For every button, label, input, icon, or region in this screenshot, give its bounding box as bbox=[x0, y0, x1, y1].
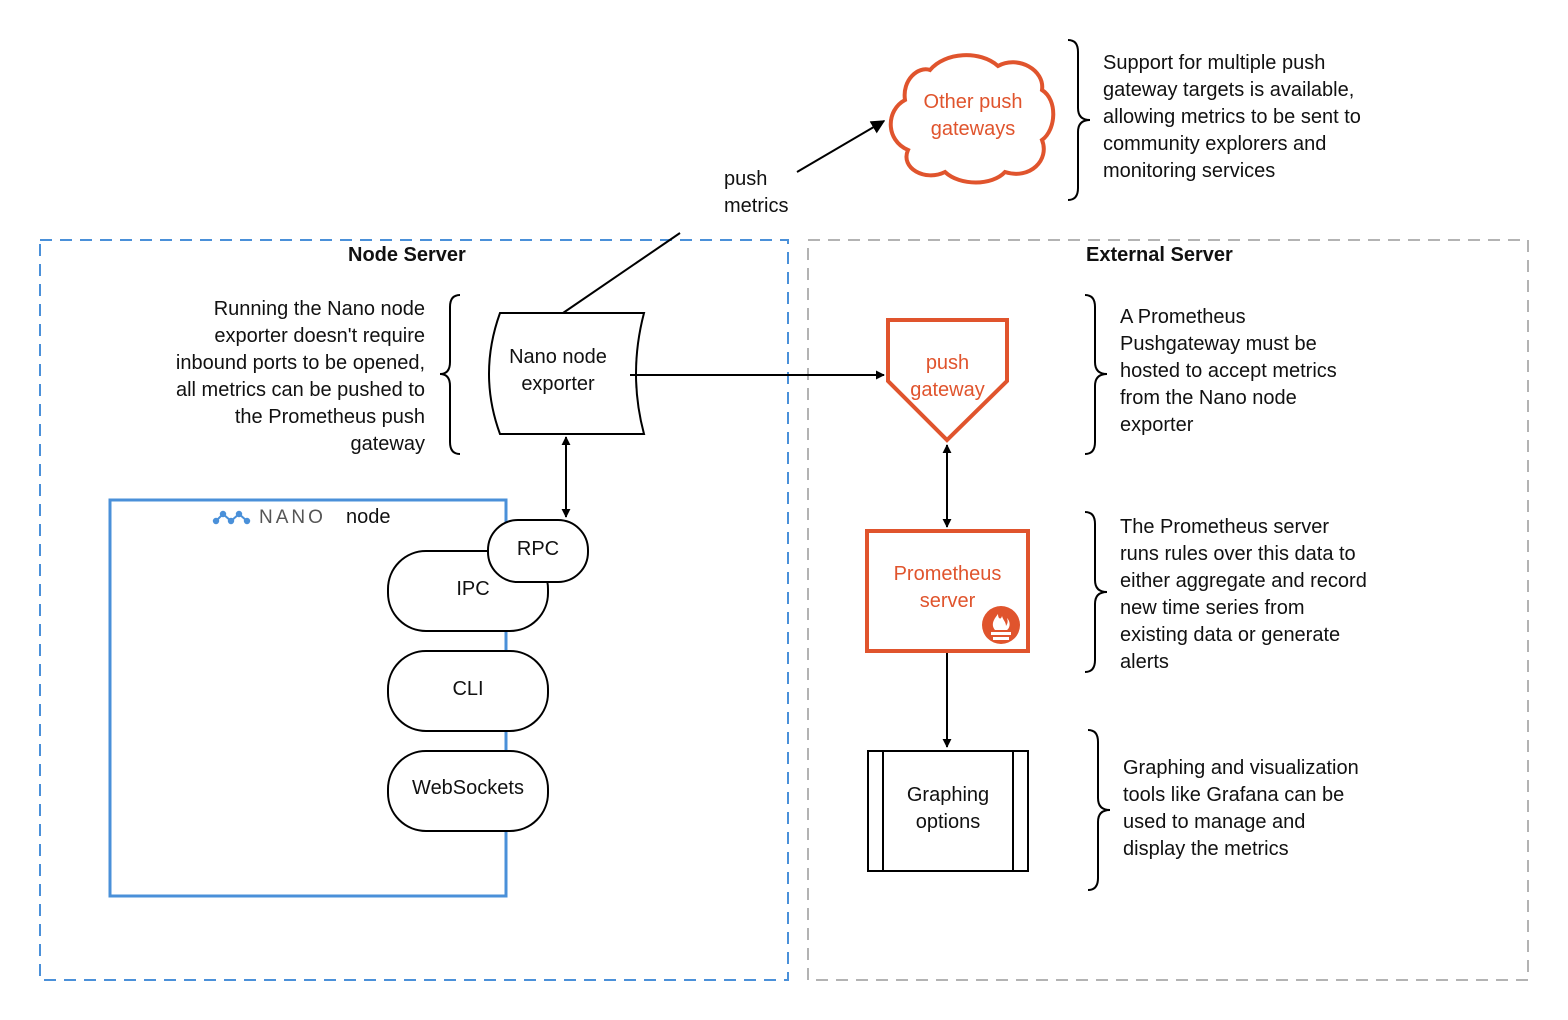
push-gateway-note-brace bbox=[1084, 294, 1108, 455]
exporter-shape[interactable] bbox=[488, 312, 646, 435]
exporter-label: Nano node exporter bbox=[509, 346, 607, 395]
prometheus-server-note: The Prometheus server runs rules over th… bbox=[1120, 516, 1367, 673]
external-server-title: External Server bbox=[1086, 244, 1233, 266]
external-server-container bbox=[807, 239, 1529, 981]
graphing-options-label: Graphing options bbox=[906, 784, 990, 833]
node-server-title: Node Server bbox=[348, 244, 466, 266]
nano-node-suffix: node bbox=[346, 506, 391, 528]
prometheus-flame-icon bbox=[982, 606, 1020, 644]
prometheus-note-brace bbox=[1084, 511, 1108, 673]
exporter-note-brace bbox=[439, 294, 461, 455]
prometheus-server-label: Prometheus server bbox=[893, 563, 1002, 612]
graphing-options-box[interactable] bbox=[867, 750, 1029, 872]
push-gateway-note: A Prometheus Pushgateway must be hosted … bbox=[1120, 306, 1337, 436]
rpc-pill[interactable] bbox=[487, 519, 589, 583]
cli-pill[interactable] bbox=[387, 650, 549, 732]
other-push-gateways-label: Other push gateways bbox=[923, 91, 1023, 140]
nano-logo-text: NANO bbox=[259, 507, 326, 528]
node-server-container bbox=[39, 239, 789, 981]
graphing-note: Graphing and visualization tools like Gr… bbox=[1123, 757, 1359, 860]
push-metrics-label: push metrics bbox=[724, 168, 789, 217]
push-gateway-label: push gateway bbox=[910, 352, 985, 401]
push-gateway-shape[interactable] bbox=[886, 318, 1009, 443]
ipc-label: IPC bbox=[456, 578, 490, 600]
cloud-note-brace bbox=[1067, 39, 1091, 201]
exporter-to-cloud-arrow bbox=[796, 120, 886, 173]
websockets-label: WebSockets bbox=[412, 777, 524, 799]
websockets-pill[interactable] bbox=[387, 750, 549, 832]
cli-label: CLI bbox=[452, 678, 484, 700]
rpc-label: RPC bbox=[516, 538, 560, 560]
other-push-gateways-cloud[interactable] bbox=[888, 53, 1056, 185]
other-push-gateways-note: Support for multiple push gateway target… bbox=[1103, 52, 1361, 182]
nano-logo-icon bbox=[212, 510, 251, 525]
exporter-note: Running the Nano node exporter doesn't r… bbox=[175, 298, 425, 455]
exporter-to-cloud-line-a bbox=[562, 232, 681, 314]
graphing-note-brace bbox=[1087, 729, 1111, 891]
